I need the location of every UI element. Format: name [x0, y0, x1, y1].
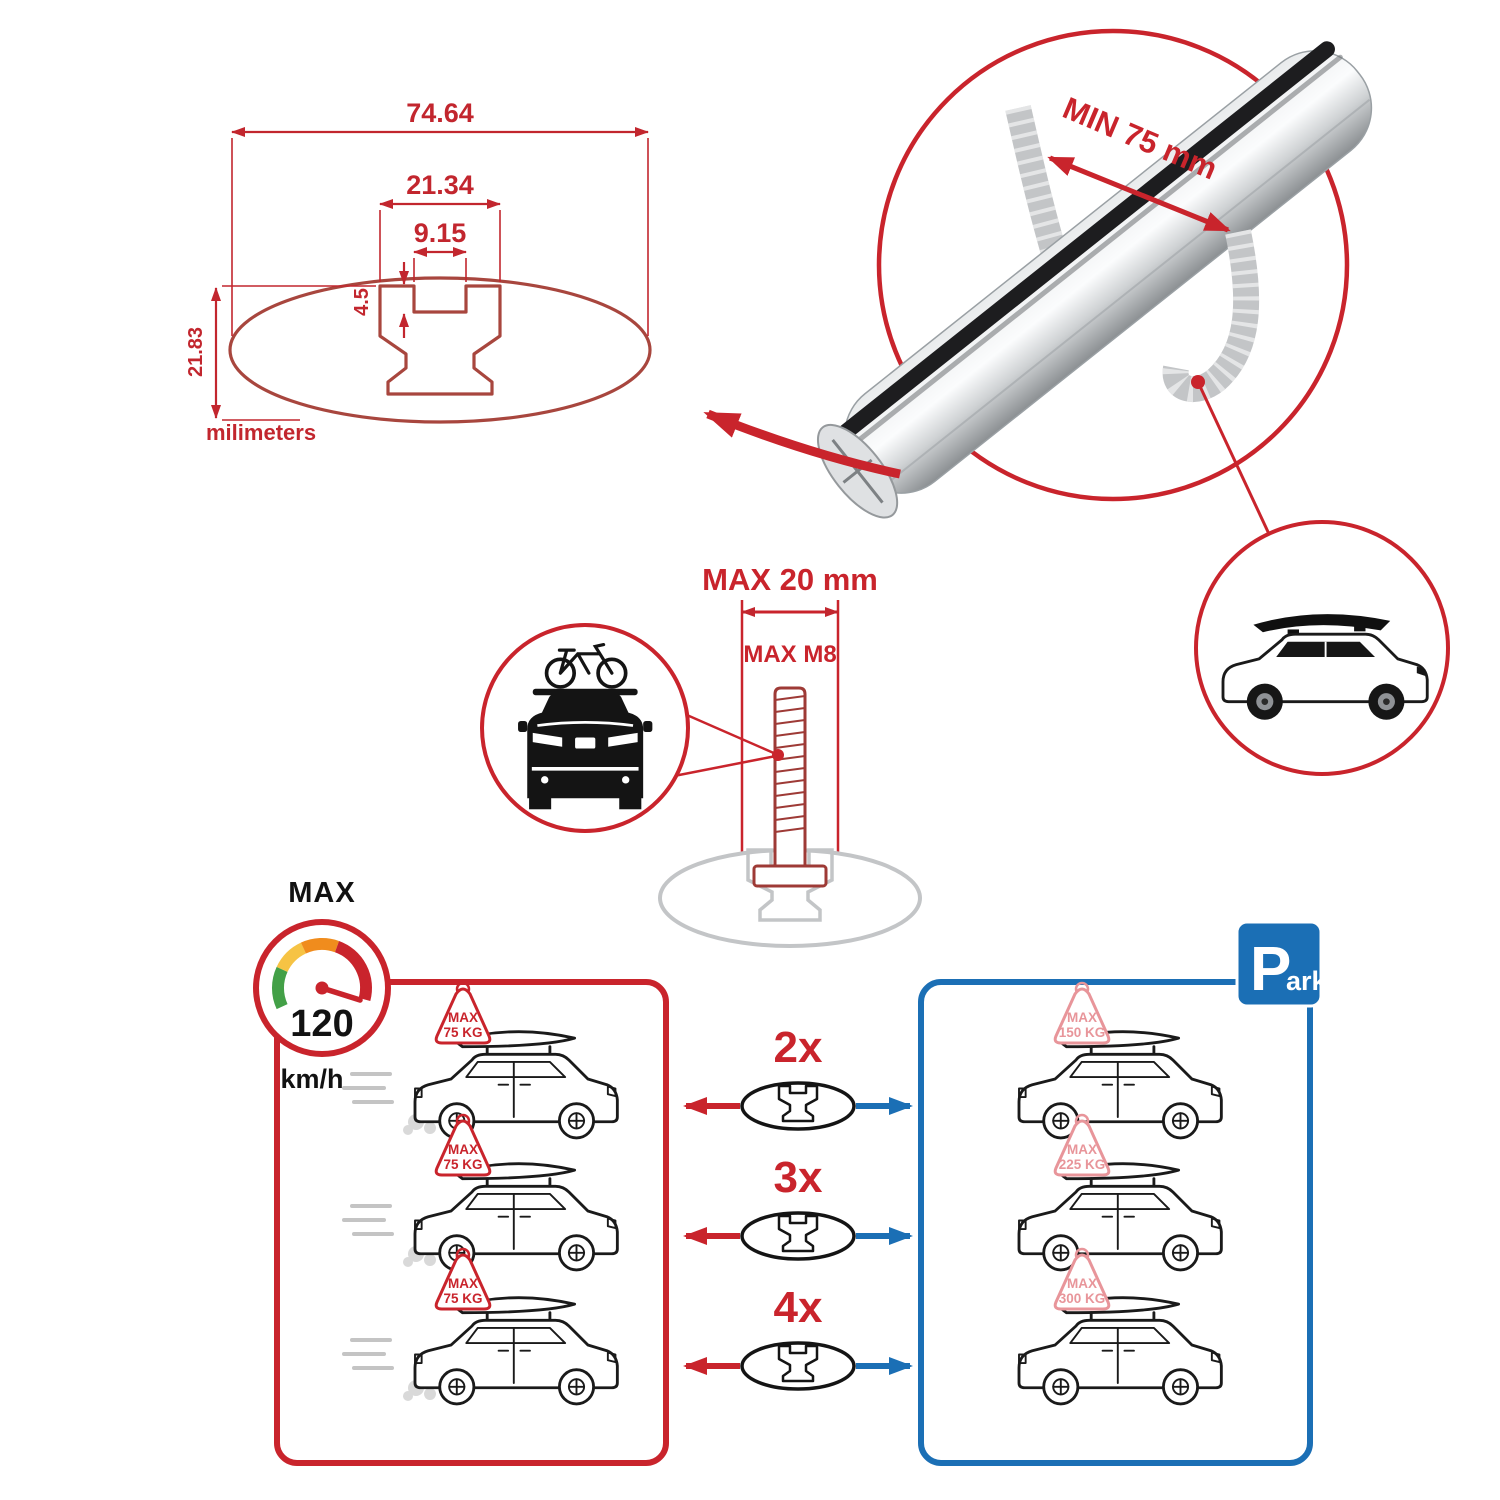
parked-cars: MAX 150 KG MAX 225 KG MAX 300 KG — [1017, 981, 1223, 1406]
park-load-tag-2: MAX 225 KG — [1053, 1113, 1111, 1177]
section-arrow — [703, 409, 901, 479]
speed-value: 120 — [290, 1003, 353, 1045]
crossbar-render — [816, 41, 1373, 519]
svg-text:225 KG: 225 KG — [1059, 1157, 1106, 1172]
crossbar-callout: MIN 75 mm — [703, 28, 1450, 776]
parking-sign: P ark — [1235, 920, 1328, 1008]
max-thread-label: MAX M8 — [743, 641, 836, 668]
dim-slot-outer: 21.34 — [406, 170, 474, 200]
svg-text:MAX: MAX — [1067, 1276, 1097, 1291]
t-slot-profile — [378, 284, 502, 396]
units-label: milimeters — [206, 420, 316, 445]
svg-text:MAX: MAX — [448, 1142, 478, 1157]
speed-max-label: MAX — [288, 877, 355, 909]
svg-text:75 KG: 75 KG — [443, 1157, 482, 1172]
parking-sign-p: P — [1250, 935, 1291, 1004]
svg-text:300 KG: 300 KG — [1059, 1291, 1106, 1306]
svg-text:MAX: MAX — [448, 1276, 478, 1291]
park-load-tag-1: MAX 150 KG — [1053, 981, 1111, 1045]
svg-text:3x: 3x — [774, 1153, 823, 1202]
park-load-tag-3: MAX 300 KG — [1053, 1247, 1111, 1311]
driving-cars: MAX 75 KG MAX 75 KG MAX 75 KG — [342, 981, 619, 1406]
svg-text:150 KG: 150 KG — [1059, 1025, 1106, 1040]
svg-text:2x: 2x — [774, 1023, 823, 1072]
svg-text:MAX: MAX — [448, 1010, 478, 1025]
dim-slot-inner: 9.15 — [414, 218, 467, 248]
max-width-label: MAX 20 mm — [702, 562, 878, 597]
cross-section-diagram: 74.64 21.34 9.15 4.5 21.83 milimeters — [185, 98, 652, 445]
svg-text:75 KG: 75 KG — [443, 1025, 482, 1040]
speedometer-icon: MAX 120 km/h — [253, 877, 391, 1094]
svg-text:4x: 4x — [774, 1283, 823, 1332]
parking-sign-ark: ark — [1286, 966, 1328, 996]
dim-total-width: 74.64 — [406, 98, 474, 128]
drive-load-tag-3: MAX 75 KG — [434, 1247, 492, 1311]
count-row-1: 2x — [683, 1023, 913, 1131]
t-bolt-icon — [752, 686, 828, 888]
drive-load-tag-1: MAX 75 KG — [434, 981, 492, 1045]
dim-slot-depth: 4.5 — [351, 288, 373, 316]
svg-text:75 KG: 75 KG — [443, 1291, 482, 1306]
drive-load-tag-2: MAX 75 KG — [434, 1113, 492, 1177]
dim-total-height: 21.83 — [185, 327, 207, 377]
bar-count-rows: 2x 3x 4x — [683, 1023, 913, 1391]
bolt-callout: MAX 20 mm MAX M8 — [480, 562, 922, 948]
svg-text:MAX: MAX — [1067, 1010, 1097, 1025]
count-row-3: 4x — [683, 1283, 913, 1391]
count-row-2: 3x — [683, 1153, 913, 1261]
svg-text:MAX: MAX — [1067, 1142, 1097, 1157]
bolt-point-dot — [772, 749, 784, 761]
speed-units: km/h — [280, 1064, 343, 1094]
comparison-section: P ark MAX 120 km/h — [253, 877, 1328, 1466]
